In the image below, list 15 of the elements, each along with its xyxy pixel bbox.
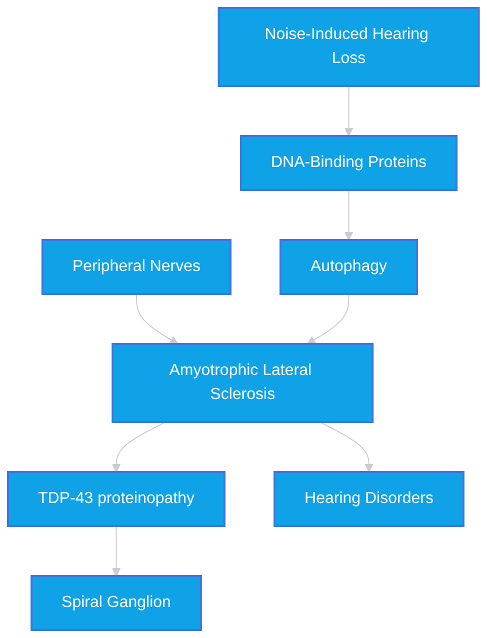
node-box: Spiral Ganglion: [30, 574, 202, 631]
arrow: [344, 190, 354, 240]
arrow: [344, 86, 354, 136]
node-box: Autophagy: [280, 239, 418, 295]
node-box: TDP-43 proteinopathy: [7, 471, 226, 527]
node-box: Noise-Induced Hearing Loss: [218, 7, 480, 87]
arrow: [112, 422, 166, 472]
node-box: Peripheral Nerves: [42, 239, 232, 295]
arrow: [319, 422, 374, 472]
node-box: Amyotrophic Lateral Sclerosis: [112, 343, 374, 423]
arrow: [136, 294, 178, 344]
node-box: DNA-Binding Proteins: [240, 135, 458, 191]
arrow: [112, 525, 121, 576]
node-box: Hearing Disorders: [274, 471, 465, 527]
arrow: [307, 294, 350, 344]
